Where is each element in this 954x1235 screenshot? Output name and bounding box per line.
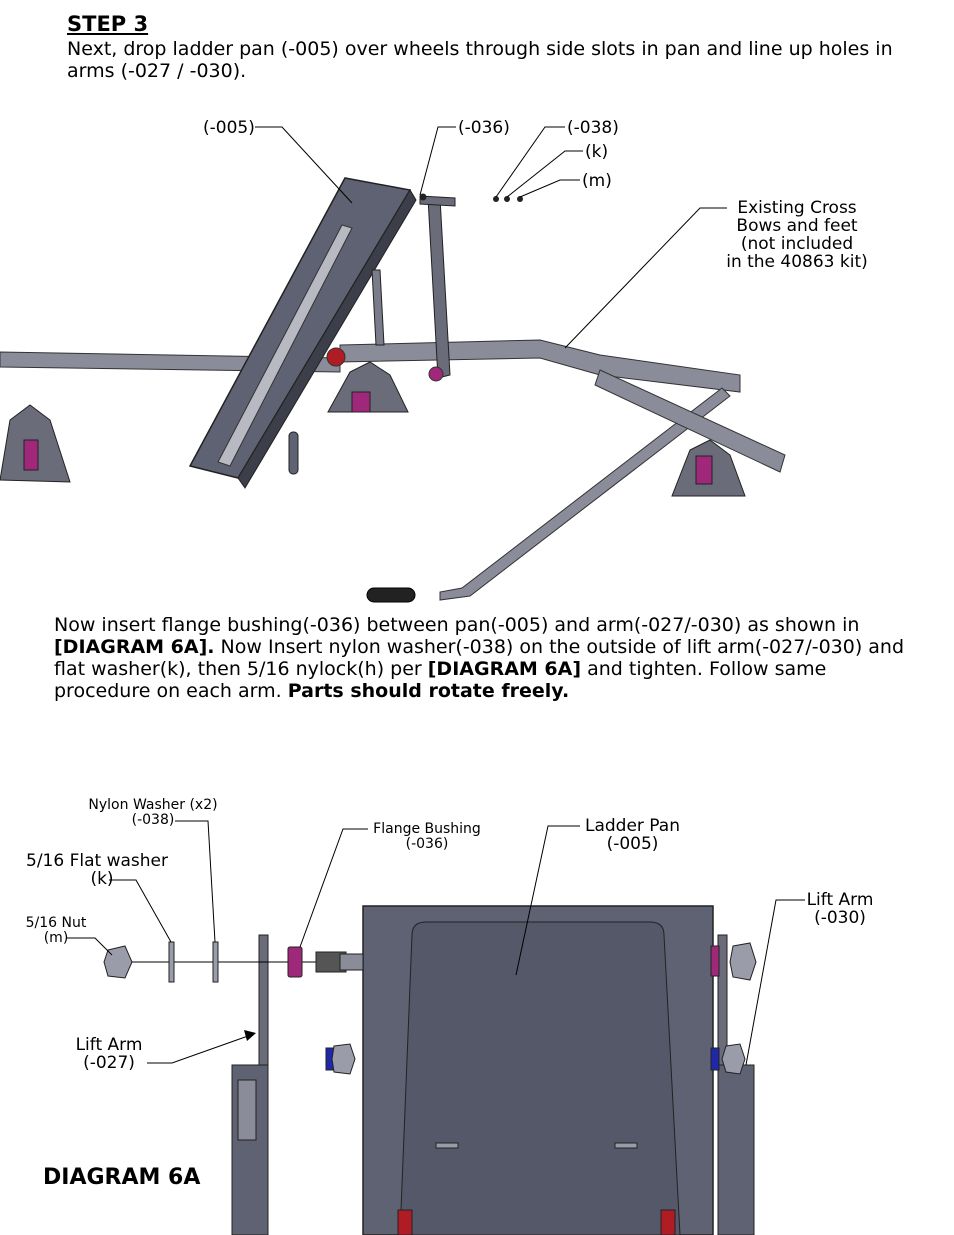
step-title: STEP 3 (67, 12, 149, 36)
leader-nut (67, 937, 113, 956)
lift-arm-030-bracket (717, 1064, 755, 1235)
frame-post (371, 269, 385, 346)
ladder-pan-slot-right (614, 1142, 638, 1149)
label-flange-bushing: Flange Bushing (-036) (366, 822, 488, 852)
flat-washer-line1: 5/16 Flat washer (26, 851, 168, 871)
leader-crossbows (564, 207, 727, 349)
leader-036 (419, 126, 456, 196)
procedure-part3: and tighten. Follow same procedure on ea… (54, 658, 827, 702)
nylon-washer-line1: Nylon Washer (x2) (88, 797, 218, 813)
label-cross-bows: Existing Cross Bows and feet (not includ… (722, 199, 872, 271)
leader-lift-arm-030 (745, 899, 805, 1066)
leader-ladder-pan (515, 825, 580, 976)
label-nylon-washer: Nylon Washer (x2) (-038) (78, 798, 228, 828)
cross-bows-line3: (not included (740, 234, 854, 254)
leader-m (519, 179, 580, 198)
lift-arm-link (419, 195, 456, 207)
label-washer-k: (k) (585, 142, 609, 162)
foot-right-clip-icon (695, 455, 713, 485)
flange-line1: Flange Bushing (373, 821, 481, 837)
foot-center (327, 361, 409, 413)
red-roller-right-icon (660, 1209, 676, 1235)
ladder-pan-slot (217, 224, 353, 467)
cross-bows-line2: Bows and feet (736, 216, 858, 236)
ladder-pan-line2: (-005) (606, 834, 659, 854)
lift-arm-027-line1: Lift Arm (75, 1035, 143, 1055)
right-bushing-icon (710, 945, 720, 977)
ladder-pan-inner (399, 921, 681, 1235)
label-ladder-pan: Ladder Pan (-005) (575, 817, 690, 853)
procedure-diagram-ref1: [DIAGRAM 6A]. (54, 636, 215, 658)
flat-washer-line2: (k) (90, 869, 114, 889)
label-pan-005: (-005) (203, 118, 255, 138)
side-rail (594, 369, 786, 473)
label-washer-038: (-038) (567, 118, 619, 138)
flat-washer-k-icon (168, 941, 175, 983)
procedure-part2: Now Insert nylon washer(-038) on the out… (54, 636, 905, 680)
nylon-washer-038-icon (212, 941, 219, 983)
blue-nut-left-icon (331, 1043, 356, 1075)
leader-038 (495, 126, 565, 198)
nut-m-icon (517, 196, 523, 202)
procedure-diagram-ref2: [DIAGRAM 6A] (427, 658, 582, 680)
foot-left-clip-icon (23, 439, 39, 471)
bushing-036-icon (419, 193, 427, 201)
label-lift-arm-030: Lift Arm (-030) (802, 891, 878, 927)
procedure-emphasis: Parts should rotate freely. (287, 680, 570, 702)
label-nut-m: (m) (582, 171, 612, 191)
leader-lift-arm-027 (147, 1035, 249, 1064)
lift-arm-027-notch (237, 1079, 257, 1141)
leader-005 (255, 126, 353, 204)
lift-handle-bar (439, 387, 731, 601)
nylon-washer-line2: (-038) (131, 812, 175, 828)
label-flat-washer: 5/16 Flat washer (k) (18, 852, 176, 888)
red-roller-left-icon (397, 1209, 413, 1235)
ladder-pan-side (237, 189, 417, 489)
washer-038-icon (493, 196, 499, 202)
lift-arm-027-line2: (-027) (83, 1053, 135, 1073)
label-nut: 5/16 Nut (m) (18, 916, 94, 946)
leader-nylon-washer (175, 820, 216, 943)
right-nut-icon (729, 942, 757, 981)
label-bushing-036: (-036) (458, 118, 510, 138)
label-lift-arm-027: Lift Arm (-027) (70, 1036, 148, 1072)
procedure-part1: Now insert flange bushing(-036) between … (54, 614, 860, 636)
red-wheel-icon (326, 347, 346, 367)
cross-bows-line1: Existing Cross (737, 198, 857, 218)
foot-center-clip-icon (351, 391, 371, 413)
handle-grip-icon (366, 587, 416, 603)
leader-flat-washer (109, 879, 172, 943)
ladder-pan-line1: Ladder Pan (584, 816, 680, 836)
cross-bows-line4: in the 40863 kit) (726, 252, 868, 272)
ladder-pan-slot-left (435, 1142, 459, 1149)
bolt-shank-icon (339, 953, 364, 971)
procedure-text: Now insert flange bushing(-036) between … (54, 614, 914, 702)
leader-k (506, 150, 583, 198)
blue-nut-right-icon (721, 1043, 746, 1075)
nut-line1: 5/16 Nut (25, 915, 87, 931)
diagram-6a-title: DIAGRAM 6A (43, 1165, 201, 1190)
washer-k-icon (504, 196, 510, 202)
leader-flange (299, 828, 368, 948)
magenta-bushing-icon (428, 366, 444, 382)
lift-arm-030-line2: (-030) (814, 908, 866, 928)
flange-line2: (-036) (405, 836, 449, 852)
nut-line2: (m) (43, 930, 69, 946)
lift-arm-030-line1: Lift Arm (806, 890, 874, 910)
arrow-lift-arm-027-icon (244, 1030, 256, 1041)
latch-hook-icon (288, 431, 299, 475)
step-instruction: Next, drop ladder pan (-005) over wheels… (67, 38, 893, 82)
blue-bolt-right-icon (710, 1047, 720, 1071)
flange-bushing-036-icon (287, 946, 303, 978)
